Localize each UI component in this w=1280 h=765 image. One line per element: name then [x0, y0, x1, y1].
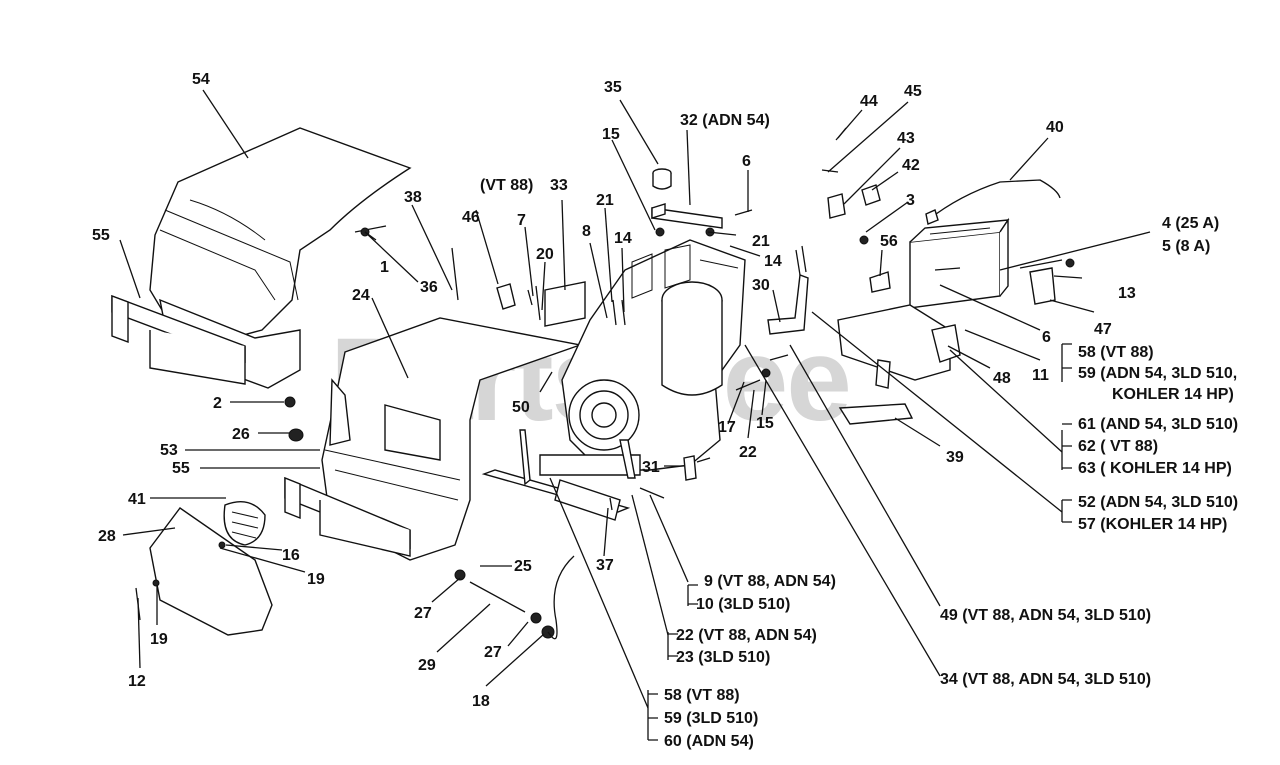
bracket-32-part: [651, 203, 723, 229]
callout-25: 25: [514, 558, 532, 575]
cable-end-part: [925, 209, 939, 225]
callout-15-mid: 15: [756, 415, 774, 432]
callout-33: 33: [550, 177, 568, 194]
callout-6-top: 6: [742, 153, 751, 170]
callout-54: 54: [192, 71, 210, 88]
callout-35: 35: [604, 79, 622, 96]
callout-44: 44: [860, 93, 878, 110]
callout-60: 60 (ADN 54): [664, 733, 754, 750]
bracket-30-part: [767, 274, 809, 335]
callout-13: 13: [1118, 285, 1136, 302]
callout-27-left: 27: [414, 605, 432, 622]
callout-labels: 54 55 38 1 36 24 2 26 53 55 41 28 16 19 …: [92, 71, 1238, 750]
callout-26: 26: [232, 426, 250, 443]
callout-55-front: 55: [172, 460, 190, 477]
callout-7: 7: [517, 212, 526, 229]
callout-3: 3: [906, 192, 915, 209]
relay-43-part: [827, 193, 846, 219]
battery-tray-part: [837, 304, 961, 389]
callout-59-b: 59 (3LD 510): [664, 710, 758, 727]
front-bumper-part: [284, 476, 411, 557]
part-46: [496, 283, 516, 310]
callout-53: 53: [160, 442, 178, 459]
leader-lines: [119, 89, 1151, 741]
callout-24: 24: [352, 287, 370, 304]
callout-57: 57 (KOHLER 14 HP): [1078, 516, 1227, 533]
relay-42-part: [861, 184, 881, 206]
callout-31: 31: [642, 459, 660, 476]
callout-58-b: 58 (VT 88): [664, 687, 740, 704]
callout-50: 50: [512, 399, 530, 416]
callout-49: 49 (VT 88, ADN 54, 3LD 510): [940, 607, 1151, 624]
callout-12: 12: [128, 673, 146, 690]
grille-screen-part: [149, 501, 273, 636]
callout-43: 43: [897, 130, 915, 147]
callout-10: 10 (3LD 510): [696, 596, 790, 613]
callout-19-right: 19: [307, 571, 325, 588]
callout-61: 61 (AND 54, 3LD 510): [1078, 416, 1238, 433]
callout-11: 11: [1032, 367, 1049, 384]
plate-33-part: [544, 281, 586, 327]
callout-4: 4 (25 A): [1162, 215, 1219, 232]
callout-30: 30: [752, 277, 770, 294]
rear-bumper-part: [111, 294, 246, 385]
battery-cable-part: [927, 179, 1061, 221]
callout-36: 36: [420, 279, 438, 296]
callout-59-a-cont: KOHLER 14 HP): [1112, 386, 1234, 403]
callout-45: 45: [904, 83, 922, 100]
callout-29: 29: [418, 657, 436, 674]
callout-38: 38: [404, 189, 422, 206]
front-hood-part: [321, 317, 583, 561]
callout-27-right: 27: [484, 644, 502, 661]
knob-35-part: [652, 168, 672, 190]
callout-34: 34 (VT 88, ADN 54, 3LD 510): [940, 671, 1151, 688]
callout-8: 8: [582, 223, 591, 240]
callout-17: 17: [718, 419, 736, 436]
part-47: [1029, 267, 1056, 305]
hardware-bolts: [135, 127, 1075, 639]
callout-22b: 22 (VT 88, ADN 54): [676, 627, 817, 644]
callout-55-rear: 55: [92, 227, 110, 244]
callout-6-right: 6: [1042, 329, 1051, 346]
callout-21-right: 21: [752, 233, 770, 250]
callout-15-top: 15: [602, 126, 620, 143]
callout-32: 32 (ADN 54): [680, 112, 770, 129]
callout-37: 37: [596, 557, 614, 574]
callout-21-left: 21: [596, 192, 614, 209]
callout-9: 9 (VT 88, ADN 54): [704, 573, 836, 590]
callout-16: 16: [282, 547, 300, 564]
callout-46: 46: [462, 209, 480, 226]
callout-52: 52 (ADN 54, 3LD 510): [1078, 494, 1238, 511]
callout-48: 48: [993, 370, 1011, 387]
callout-62: 62 ( VT 88): [1078, 438, 1158, 455]
callout-22: 22: [739, 444, 757, 461]
callout-14-right: 14: [764, 253, 782, 270]
callout-1: 1: [380, 259, 389, 276]
part-56: [869, 271, 891, 293]
plate-39-part: [838, 403, 914, 425]
callout-18: 18: [472, 693, 490, 710]
engine-part: [561, 239, 746, 471]
battery-part: [909, 217, 1010, 309]
callout-40: 40: [1046, 119, 1064, 136]
callout-5: 5 (8 A): [1162, 238, 1210, 255]
callout-59-a: 59 (ADN 54, 3LD 510,: [1078, 365, 1237, 382]
callout-vt88-pre: (VT 88): [480, 177, 533, 194]
callout-23: 23 (3LD 510): [676, 649, 770, 666]
callout-63: 63 ( KOHLER 14 HP): [1078, 460, 1232, 477]
callout-20: 20: [536, 246, 554, 263]
callout-28: 28: [98, 528, 116, 545]
callout-19-left: 19: [150, 631, 168, 648]
callout-14-left: 14: [614, 230, 632, 247]
callout-2: 2: [213, 395, 222, 412]
callout-42: 42: [902, 157, 920, 174]
callout-58-a: 58 (VT 88): [1078, 344, 1154, 361]
callout-39: 39: [946, 449, 964, 466]
callout-47: 47: [1094, 321, 1112, 338]
callout-56: 56: [880, 233, 898, 250]
callout-41: 41: [128, 491, 146, 508]
